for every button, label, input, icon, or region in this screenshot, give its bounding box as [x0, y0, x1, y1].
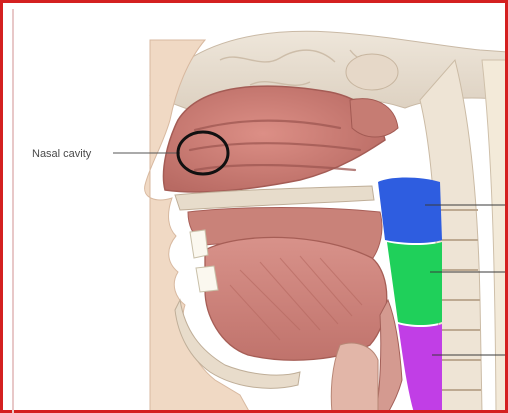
inner-frame-left — [12, 9, 14, 413]
lower-teeth — [196, 266, 218, 292]
tongue — [205, 237, 387, 360]
nasal-cavity-label: Nasal cavity — [32, 148, 92, 160]
larynx — [331, 343, 378, 413]
nasopharynx-region — [378, 178, 442, 244]
brain-gyrus — [346, 54, 398, 90]
